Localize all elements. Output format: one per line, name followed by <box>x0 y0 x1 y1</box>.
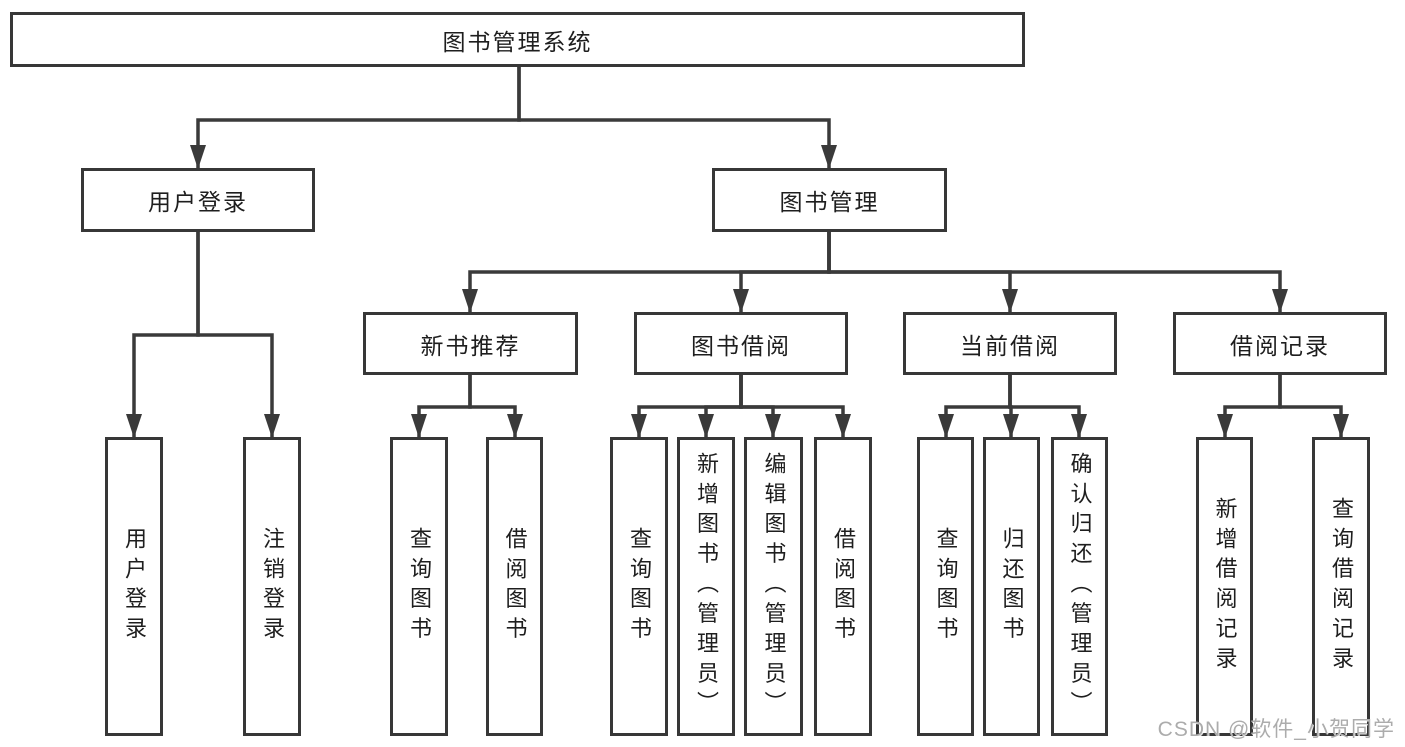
connector-arrow-group <box>126 66 1349 438</box>
node-current-borrowing: 当前借阅 <box>903 312 1117 375</box>
node-label: 用户登录 <box>122 526 147 647</box>
leaf-edit-book-admin: 编辑图书（管理员） <box>744 437 803 736</box>
node-book-management: 图书管理 <box>712 168 947 232</box>
node-new-book-recommendation: 新书推荐 <box>363 312 578 375</box>
leaf-query-books-current: 查询图书 <box>917 437 974 736</box>
node-label: 归还图书 <box>999 526 1025 647</box>
node-label: 查询图书 <box>407 526 432 647</box>
node-book-borrowing: 图书借阅 <box>634 312 848 375</box>
csdn-watermark: CSDN @软件_小贺同学 <box>1157 718 1395 741</box>
leaf-user-login: 用户登录 <box>105 437 163 736</box>
leaf-query-books-borrow: 查询图书 <box>610 437 668 736</box>
node-label: 借阅图书 <box>502 526 528 647</box>
node-label: 当前借阅 <box>960 332 1060 359</box>
node-label: 查询图书 <box>933 526 959 647</box>
node-user-login: 用户登录 <box>81 168 315 232</box>
node-label: 编辑图书（管理员） <box>761 451 787 722</box>
node-label: 新增借阅记录 <box>1212 496 1238 677</box>
leaf-borrow-books-recommend: 借阅图书 <box>486 437 543 736</box>
node-label: 借阅图书 <box>831 526 856 647</box>
leaf-confirm-return-admin: 确认归还（管理员） <box>1051 437 1108 736</box>
node-label: 新增图书（管理员） <box>694 451 719 722</box>
node-label: 借阅记录 <box>1230 332 1330 359</box>
node-label: 新书推荐 <box>420 332 521 359</box>
leaf-query-borrow-record: 查询借阅记录 <box>1312 437 1370 736</box>
leaf-add-borrow-record: 新增借阅记录 <box>1196 437 1253 736</box>
node-label: 图书借阅 <box>691 332 791 359</box>
leaf-borrow-books: 借阅图书 <box>814 437 872 736</box>
leaf-logout: 注销登录 <box>243 437 301 736</box>
node-label: 注销登录 <box>260 526 285 647</box>
node-label: 图书管理系统 <box>442 28 593 55</box>
leaf-add-book-admin: 新增图书（管理员） <box>677 437 735 736</box>
node-label: 用户登录 <box>148 189 248 215</box>
node-borrowing-records: 借阅记录 <box>1173 312 1387 375</box>
node-label: 查询图书 <box>627 526 652 647</box>
node-label: 图书管理 <box>779 189 880 215</box>
node-label: 确认归还（管理员） <box>1067 451 1093 722</box>
node-library-management-system: 图书管理系统 <box>10 12 1025 67</box>
node-label: 查询借阅记录 <box>1329 496 1354 677</box>
leaf-return-books: 归还图书 <box>983 437 1040 736</box>
leaf-query-books-recommend: 查询图书 <box>390 437 448 736</box>
